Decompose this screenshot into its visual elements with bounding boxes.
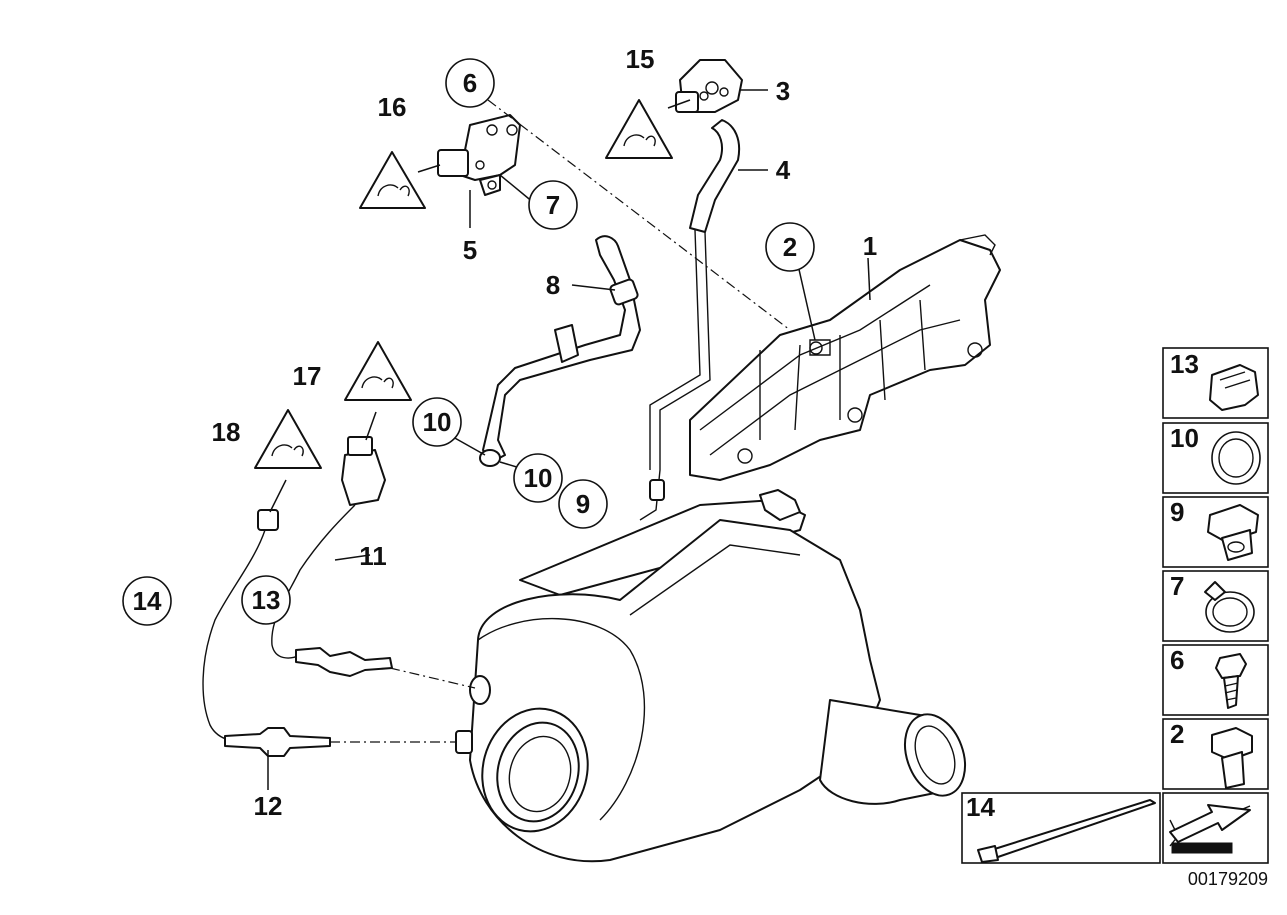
legend-label-2: 2 <box>1170 719 1184 749</box>
callout-10b: 10 <box>524 463 553 493</box>
callout-circle-14 <box>122 576 172 626</box>
callout-5: 5 <box>463 235 477 265</box>
pressure-sensor-2 <box>675 59 743 113</box>
clip-icon <box>1209 364 1259 411</box>
callout-12: 12 <box>254 791 283 821</box>
callout-6: 6 <box>463 68 477 98</box>
leader-lines <box>267 89 871 790</box>
callout-14: 14 <box>133 586 162 616</box>
bolt-icon <box>1211 727 1253 789</box>
diagram-number: 00179209 <box>1188 869 1268 889</box>
callout-circle-6 <box>445 58 495 108</box>
temperature-sensor <box>202 509 331 757</box>
hose <box>689 119 741 233</box>
oxygen-sensor <box>271 436 393 677</box>
legend-label-6: 6 <box>1170 645 1184 675</box>
legend-label-7: 7 <box>1170 571 1184 601</box>
callout-15: 15 <box>626 44 655 74</box>
callout-13: 13 <box>252 585 281 615</box>
warning-triangle-16 <box>359 151 426 209</box>
legend-label-9: 9 <box>1170 497 1184 527</box>
legend-label-14: 14 <box>966 792 995 822</box>
direction-arrow-icon <box>1169 804 1251 854</box>
screw-icon <box>1215 653 1247 709</box>
bracket <box>689 234 1001 481</box>
callout-10a: 10 <box>423 407 452 437</box>
banjo-bolt-icon <box>1207 504 1259 561</box>
legend-label-10: 10 <box>1170 423 1199 453</box>
callout-8: 8 <box>546 270 560 300</box>
callout-3: 3 <box>776 76 790 106</box>
callout-9: 9 <box>576 489 590 519</box>
callout-4: 4 <box>776 155 791 185</box>
legend-label-13: 13 <box>1170 349 1199 379</box>
callout-circle-13 <box>241 575 291 625</box>
callout-7: 7 <box>546 190 560 220</box>
callout-circle-9 <box>558 479 608 529</box>
callout-16: 16 <box>378 92 407 122</box>
legend: 13 10 9 7 6 2 14 <box>961 347 1269 864</box>
pressure-sensor <box>437 114 521 196</box>
callout-18: 18 <box>212 417 241 447</box>
callout-17: 17 <box>293 361 322 391</box>
warning-triangle-15 <box>605 99 673 159</box>
warning-triangle-18 <box>254 409 322 469</box>
pressure-pipe <box>479 235 641 467</box>
callout-1: 1 <box>863 231 877 261</box>
callout-circle-10b <box>513 453 563 503</box>
callout-2: 2 <box>783 232 797 262</box>
callout-circle-2 <box>765 222 815 272</box>
callout-11: 11 <box>359 541 387 571</box>
callout-circle-7 <box>528 180 578 230</box>
particulate-filter <box>455 489 966 863</box>
warning-triangle-17 <box>344 341 412 401</box>
legend-box-6 <box>1162 644 1269 716</box>
hose-clamp-icon <box>1204 581 1255 633</box>
callout-circle-10a <box>412 397 462 447</box>
